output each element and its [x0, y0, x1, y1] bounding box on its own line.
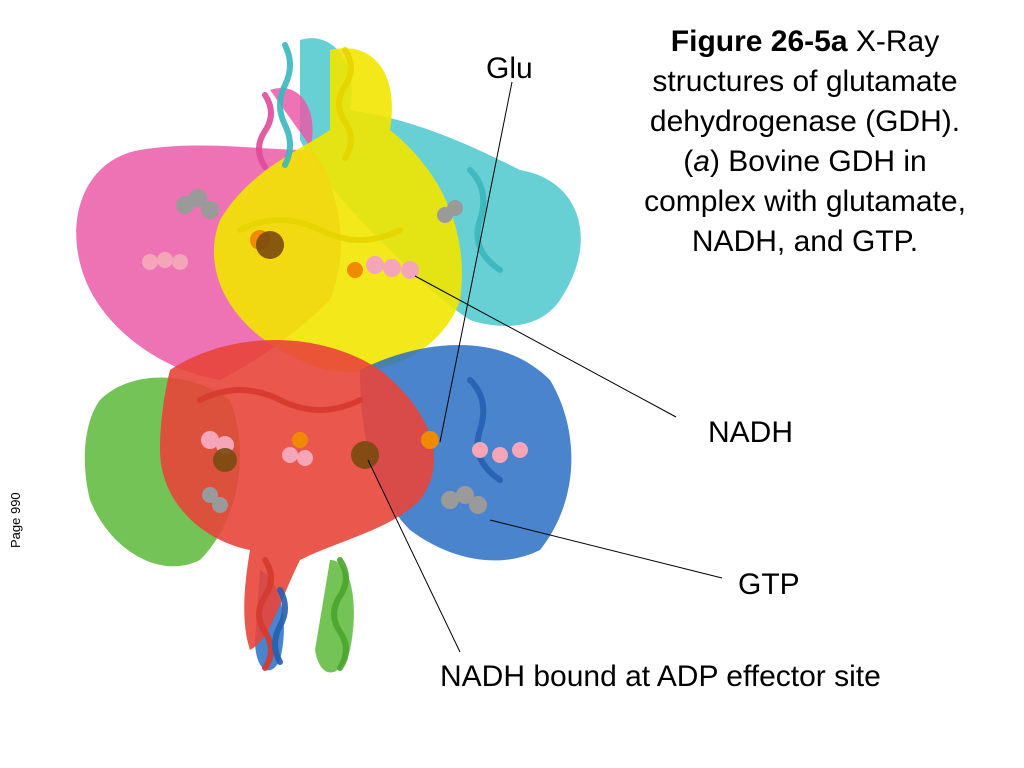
subunit-red	[160, 340, 435, 650]
subunit-blue	[255, 345, 572, 671]
figure-id: Figure 26-5a	[670, 25, 848, 58]
caption-text-2: ) Bovine GDH in complex with glutamate, …	[644, 145, 966, 258]
caption-italic: a	[693, 145, 710, 178]
caption-text-1: X-Ray structures of glutamate dehydrogen…	[649, 25, 961, 178]
helix-strokes	[197, 42, 503, 671]
active-site-brown	[213, 231, 379, 472]
gdh-ribbon-structure	[76, 38, 581, 673]
leader-glu	[439, 81, 513, 443]
label-nadh-adp-site: NADH bound at ADP effector site	[440, 660, 881, 693]
gtp-molecules	[176, 189, 487, 514]
label-glu: Glu	[486, 52, 533, 85]
subunit-cyan	[300, 38, 581, 326]
label-gtp: GTP	[738, 568, 800, 601]
figure-caption: Figure 26-5a X-Ray structures of glutama…	[640, 22, 970, 262]
label-nadh: NADH	[708, 416, 794, 449]
subunit-yellow	[213, 48, 462, 372]
leader-gtp	[489, 519, 723, 579]
leader-nadh-adp	[367, 459, 461, 653]
leader-nadh	[414, 275, 677, 418]
leader-lines	[367, 81, 723, 653]
page-reference: Page 990	[8, 492, 23, 548]
